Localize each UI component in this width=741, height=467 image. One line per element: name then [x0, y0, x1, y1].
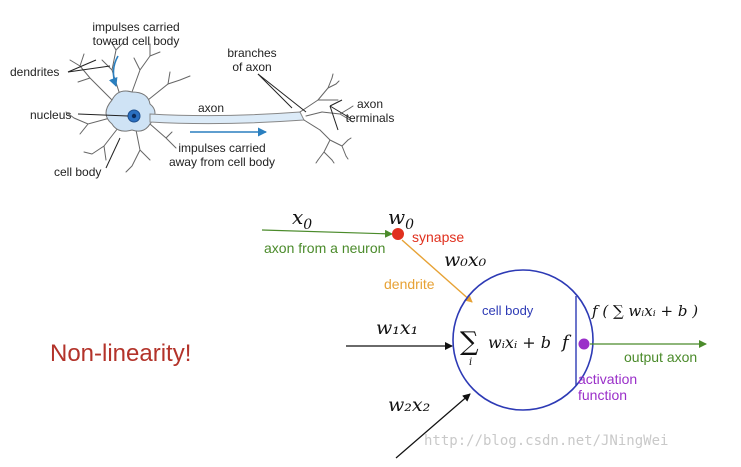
- activation-line1: activation: [578, 371, 638, 387]
- terminals-line1: axon: [356, 97, 384, 111]
- impulses-toward-label: impulses carried toward cell body: [66, 20, 206, 48]
- terminals-line2: terminals: [345, 111, 395, 125]
- impulses-toward-line1: impulses carried: [92, 20, 180, 34]
- dendrite-label: dendrite: [384, 276, 435, 292]
- impulses-away-line2: away from cell body: [168, 155, 276, 169]
- watermark: http://blog.csdn.net/JNingWei: [424, 433, 669, 449]
- non-linearity-title: Non-linearity!: [50, 340, 192, 367]
- x0-subscript: 0: [303, 217, 313, 233]
- sum-symbol: ∑: [460, 327, 479, 357]
- w2x2-label: w₂x₂: [388, 394, 431, 416]
- nucleus-label: nucleus: [30, 108, 72, 122]
- activation-line2: function: [578, 387, 628, 403]
- branches-of-axon-label: branches of axon: [212, 46, 292, 74]
- output-axon-label: output axon: [624, 349, 698, 365]
- axon-label: axon: [198, 101, 225, 115]
- x0-symbol: x: [292, 205, 304, 229]
- impulses-away-label: impulses carried away from cell body: [152, 141, 292, 169]
- synapse-label: synapse: [412, 229, 465, 245]
- w0-subscript: 0: [405, 217, 415, 233]
- w0x0-label: w₀x₀: [444, 249, 487, 271]
- impulses-away-line1: impulses carried: [178, 141, 266, 155]
- axon-from-neuron-label: axon from a neuron: [264, 240, 386, 256]
- activation-f-label: f: [562, 332, 569, 353]
- x0-label: x0: [292, 206, 312, 236]
- w1x1-label: w₁x₁: [376, 317, 419, 339]
- neuron-illustration: [65, 39, 354, 173]
- output-expression: f ( ∑ wᵢxᵢ + b ): [592, 302, 699, 320]
- dendrites-label: dendrites: [10, 65, 60, 79]
- axon-terminals-label: axon terminals: [340, 97, 400, 125]
- cell-body-label: cell body: [54, 165, 102, 179]
- branches-line2: of axon: [232, 60, 272, 74]
- w0-symbol: w: [388, 205, 406, 229]
- sum-index: i: [469, 357, 473, 368]
- model-cell-body-label: cell body: [482, 303, 534, 318]
- sum-expression: wᵢxᵢ + b: [488, 333, 551, 352]
- impulses-toward-line2: toward cell body: [92, 34, 180, 48]
- branches-line1: branches: [227, 46, 277, 60]
- w0-label: w0: [388, 206, 414, 236]
- activation-function-label: activation function: [578, 371, 637, 403]
